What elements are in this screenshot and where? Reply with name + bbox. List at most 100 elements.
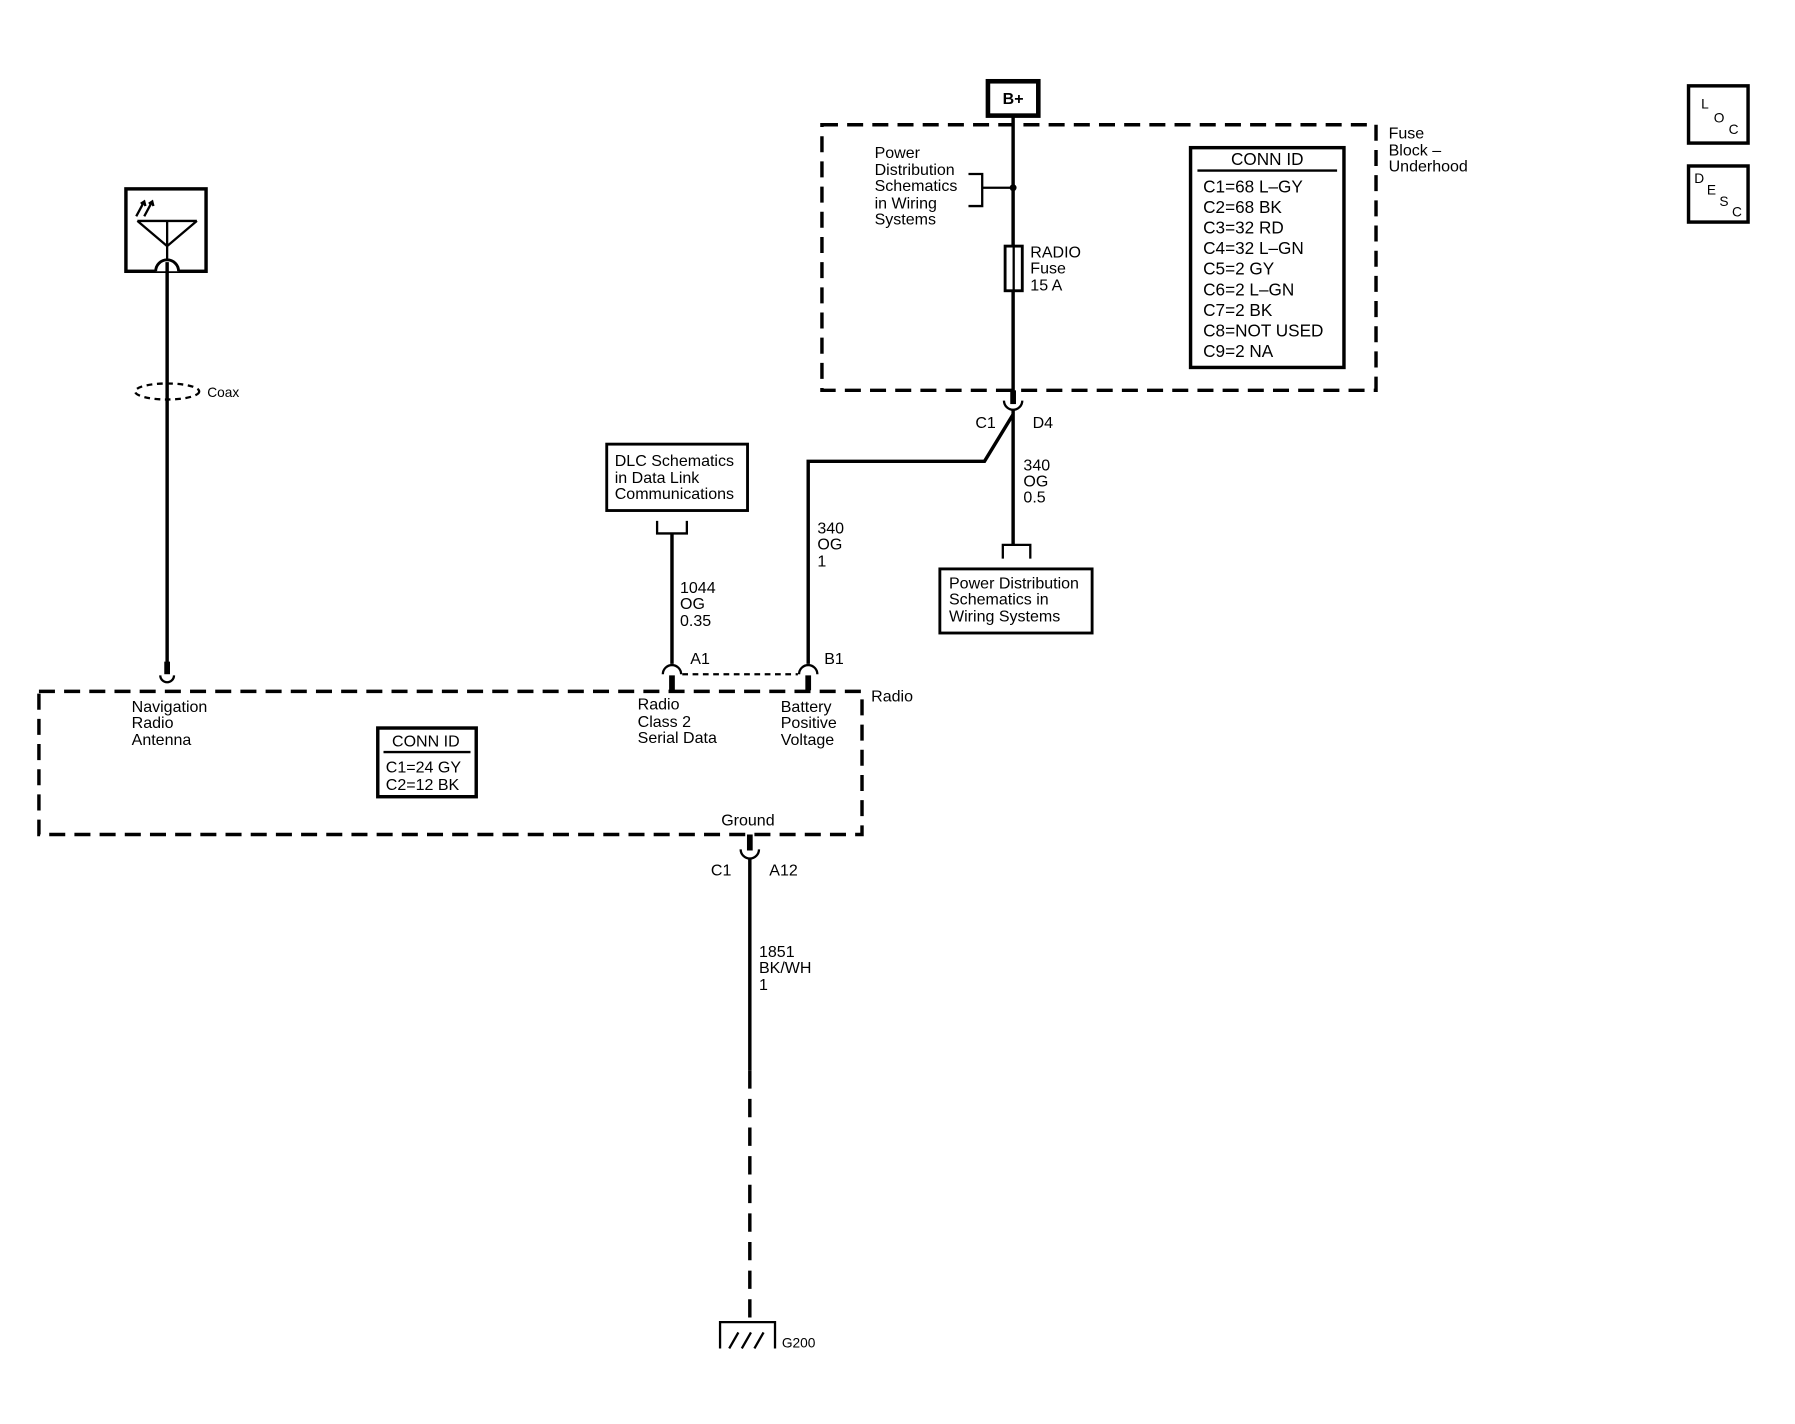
conn-id-item: C7=2 BK: [1203, 300, 1273, 320]
conn-id-item: C3=32 RD: [1203, 218, 1284, 238]
conn-id-title: CONN ID: [1231, 149, 1303, 169]
battery-supply-label: B+: [1003, 90, 1024, 108]
wire-battery-feed-to-radio: [806, 413, 1015, 664]
coax-label: Coax: [207, 385, 239, 400]
ref-box-line[interactable]: in Data Link: [615, 469, 701, 487]
ref-box-outline[interactable]: [605, 442, 749, 512]
fuse-block-label-line: Underhood: [1389, 158, 1468, 176]
serial-data-pin-id: A1: [690, 650, 710, 668]
battery-pin-label: Voltage: [781, 731, 835, 749]
ground-g200: G200: [718, 1320, 816, 1350]
antenna-icon: [136, 219, 198, 272]
radio-fuse-label: RADIO: [1030, 244, 1081, 262]
wire-gauge: 1: [817, 553, 826, 571]
conn-id-title: CONN ID: [392, 732, 460, 750]
battery-pin-label: Battery: [781, 698, 832, 716]
battery-pin-label: Positive: [781, 714, 837, 732]
radio-label: Radio: [871, 688, 913, 706]
wire-circuit-number: 1851: [759, 943, 795, 961]
ground-label: G200: [782, 1335, 816, 1350]
conn-id-item: C1=24 GY: [386, 759, 462, 777]
conn-id-item: C1=68 L–GY: [1203, 176, 1303, 196]
desc-letter[interactable]: E: [1707, 183, 1716, 198]
conn-id-item: C2=68 BK: [1203, 197, 1282, 217]
radio-fuse-label: Fuse: [1030, 260, 1066, 278]
conn-id-item: C9=2 NA: [1203, 341, 1274, 361]
wire-color: OG: [680, 595, 705, 613]
signal-icon: [135, 199, 155, 217]
wire-color: OG: [817, 535, 842, 553]
loc-button-frame[interactable]: [1686, 84, 1750, 145]
fuse-block-outline: [820, 123, 1378, 393]
fuse-block-conn-id-table: CONN ID C1=68 L–GY C2=68 BK C3=32 RD C4=…: [1188, 145, 1346, 370]
fuse-block-connector-c1-d4: C1 D4: [975, 390, 1053, 432]
fuse-block-underhood: Fuse Block – Underhood Power Distributio…: [820, 115, 1468, 432]
conn-id-item: C5=2 GY: [1203, 259, 1275, 279]
connector-socket: [159, 675, 176, 684]
antenna-pin-label: Antenna: [132, 731, 192, 749]
conn-id-item: C4=32 L–GN: [1203, 238, 1304, 258]
power-ref-line[interactable]: in Wiring: [875, 194, 937, 212]
wire-color: OG: [1023, 472, 1048, 490]
desc-button[interactable]: D E S C: [1686, 164, 1750, 224]
desc-button-frame[interactable]: [1686, 164, 1750, 224]
power-distribution-ref-bracket: [1001, 543, 1032, 559]
radio-outline: [37, 689, 864, 837]
connector-socket: [739, 849, 761, 860]
connector-label: C1: [975, 414, 996, 432]
ref-box-line[interactable]: DLC Schematics: [615, 452, 734, 470]
ground-hatch-icon: [728, 1331, 765, 1350]
conn-id-box: [376, 726, 478, 799]
wire-gauge: 0.35: [680, 612, 711, 630]
serial-data-pin-label: Class 2: [638, 713, 691, 731]
conn-id-box: [1188, 145, 1346, 370]
navigation-antenna: [124, 187, 208, 274]
dlc-ref-box[interactable]: DLC Schematics in Data Link Communicatio…: [605, 442, 749, 512]
wire-color: BK/WH: [759, 959, 812, 977]
desc-letter[interactable]: C: [1732, 204, 1742, 219]
wire-gauge: 0.5: [1023, 489, 1045, 507]
connector-pin-label: D4: [1033, 414, 1054, 432]
conn-id-item: C2=12 BK: [386, 776, 460, 794]
power-distribution-ref-link[interactable]: Power Distribution Schematics in Wiring …: [875, 144, 958, 228]
connector-socket: [661, 663, 683, 675]
fuse-block-label-line: Fuse: [1389, 125, 1425, 143]
conn-id-item: C8=NOT USED: [1203, 321, 1323, 341]
antenna-pin-label: Radio: [132, 714, 174, 732]
ref-box-line[interactable]: Schematics in: [949, 590, 1049, 608]
desc-letter[interactable]: S: [1719, 194, 1728, 209]
wire-gauge: 1: [759, 976, 768, 994]
conn-id-item: C6=2 L–GN: [1203, 279, 1294, 299]
ref-box-line[interactable]: Wiring Systems: [949, 608, 1060, 626]
wire-circuit-number: 340: [817, 519, 844, 537]
loc-letter[interactable]: L: [1701, 97, 1709, 112]
power-distribution-ref-box[interactable]: Power Distribution Schematics in Wiring …: [938, 567, 1094, 635]
battery-supply: B+: [985, 78, 1041, 118]
radio-module: Radio Navigation Radio Antenna A1 Radio …: [37, 650, 913, 880]
ref-box-outline[interactable]: [938, 567, 1094, 635]
loc-button[interactable]: L O C: [1686, 84, 1750, 145]
power-ref-line[interactable]: Distribution: [875, 161, 955, 179]
serial-data-pin-label: Serial Data: [638, 729, 717, 747]
connector-socket: [797, 663, 819, 675]
power-ref-line[interactable]: Power: [875, 144, 921, 162]
ground-connector-label: C1: [711, 862, 732, 880]
battery-pin-id: B1: [824, 650, 844, 668]
fuse-block-label-line: Block –: [1389, 142, 1442, 160]
serial-data-pin-label: Radio: [638, 696, 680, 714]
loc-letter[interactable]: O: [1714, 110, 1725, 125]
ref-box-line[interactable]: Communications: [615, 485, 734, 503]
power-ref-line[interactable]: Schematics: [875, 177, 958, 195]
desc-letter[interactable]: D: [1694, 171, 1704, 186]
ground-pin-label: Ground: [721, 811, 774, 829]
wire-circuit-number: 1044: [680, 579, 716, 597]
power-ref-line[interactable]: Systems: [875, 210, 936, 228]
loc-letter[interactable]: C: [1729, 122, 1739, 137]
ground-connector-pin-id: A12: [769, 862, 798, 880]
radio-fuse-rating: 15 A: [1030, 277, 1062, 295]
wire-circuit-number: 340: [1023, 456, 1050, 474]
ref-box-line[interactable]: Power Distribution: [949, 574, 1079, 592]
dlc-ref-bracket: [655, 520, 689, 535]
ground-symbol: [718, 1320, 777, 1349]
